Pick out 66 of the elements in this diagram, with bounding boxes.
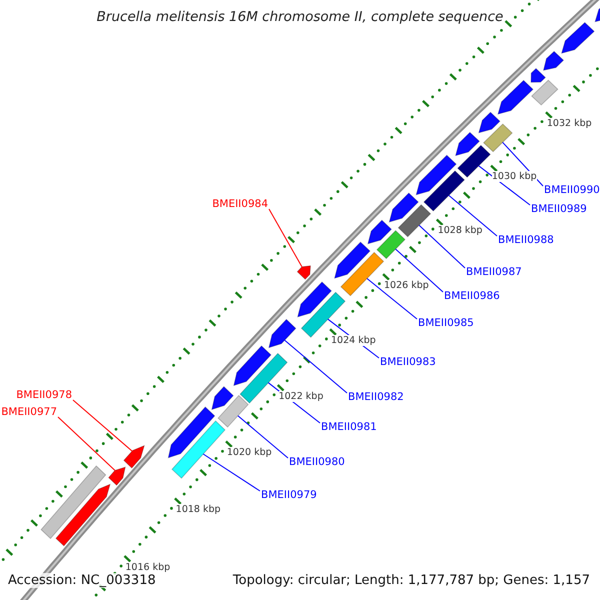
- gene-feature: [416, 154, 457, 196]
- gene-label: BMEII0982: [348, 391, 404, 404]
- leader-line: [395, 248, 444, 292]
- scale-label: 1020 kbp: [226, 447, 272, 458]
- accession-text: Accession: NC_003318: [8, 573, 156, 588]
- scale-label: 1032 kbp: [546, 118, 592, 129]
- gene-label: BMEII0979: [261, 489, 317, 502]
- gene-block: [340, 252, 384, 296]
- scale-label: 1016 kbp: [125, 562, 170, 573]
- gene-label: BMEII0989: [531, 203, 587, 216]
- gene-block: [531, 80, 558, 106]
- gene-feature: [268, 318, 296, 348]
- scale-label: 1024 kbp: [331, 335, 376, 346]
- gene-block: [171, 420, 226, 479]
- leader-line: [202, 454, 260, 492]
- leader-line: [237, 415, 288, 458]
- gene-feature: [497, 80, 534, 115]
- leader-line: [366, 278, 418, 320]
- gene-label: BMEII0987: [466, 266, 522, 279]
- gene-label: BMEII0978: [16, 389, 72, 402]
- gene-label: BMEII0983: [380, 356, 436, 369]
- gene-block: [300, 292, 346, 338]
- gene-block: [423, 170, 465, 212]
- scale-label: 1022 kbp: [278, 390, 324, 402]
- gene-label: BMEII0988: [498, 234, 554, 247]
- gene-block: [218, 394, 249, 428]
- gene-feature: [55, 484, 111, 546]
- scale-label: 1030 kbp: [492, 171, 537, 182]
- gene-block: [398, 204, 432, 238]
- gene-feature: [233, 345, 272, 386]
- summary-text: Topology: circular; Length: 1,177,787 bp; Genes: 1,157: [232, 573, 590, 588]
- gene-label: BMEII0984: [212, 198, 268, 211]
- leader-line: [72, 400, 133, 452]
- gene-label: BMEII0990: [544, 184, 600, 197]
- gene-feature: [296, 265, 311, 280]
- gene-label: BMEII0985: [418, 317, 474, 330]
- gene-label: BMEII0986: [444, 290, 500, 303]
- gene-feature: [530, 68, 546, 83]
- gene-feature: [455, 132, 480, 156]
- leader-line: [448, 194, 498, 236]
- leader-line: [418, 224, 466, 268]
- scale-label: 1026 kbp: [384, 280, 429, 291]
- gene-feature: [367, 220, 392, 244]
- gene-feature: [168, 406, 216, 458]
- gene-feature: [388, 192, 419, 223]
- gene-block: [483, 123, 513, 152]
- leader-line: [268, 208, 302, 268]
- leader-line: [58, 416, 116, 471]
- gene-block: [457, 144, 491, 178]
- gene-feature: [542, 50, 564, 71]
- title: Brucella melitensis 16M chromosome II, complete sequence: [96, 9, 504, 25]
- gene-feature: [211, 386, 234, 410]
- gene-block: [376, 230, 406, 260]
- gene-feature: [561, 22, 595, 54]
- gene-feature: [123, 444, 145, 469]
- gene-label: BMEII0981: [321, 421, 377, 434]
- gene-feature: [478, 112, 500, 134]
- leader-line: [284, 340, 348, 394]
- gene-block: [40, 465, 106, 540]
- scale-label: 1028 kbp: [438, 225, 482, 236]
- gene-label: BMEII0980: [289, 456, 345, 469]
- gene-feature: [297, 281, 332, 318]
- scale-label: 1018 kbp: [176, 504, 221, 516]
- leader-line: [478, 165, 530, 206]
- gene-feature: [334, 242, 371, 279]
- gene-label: BMEII0977: [1, 406, 57, 419]
